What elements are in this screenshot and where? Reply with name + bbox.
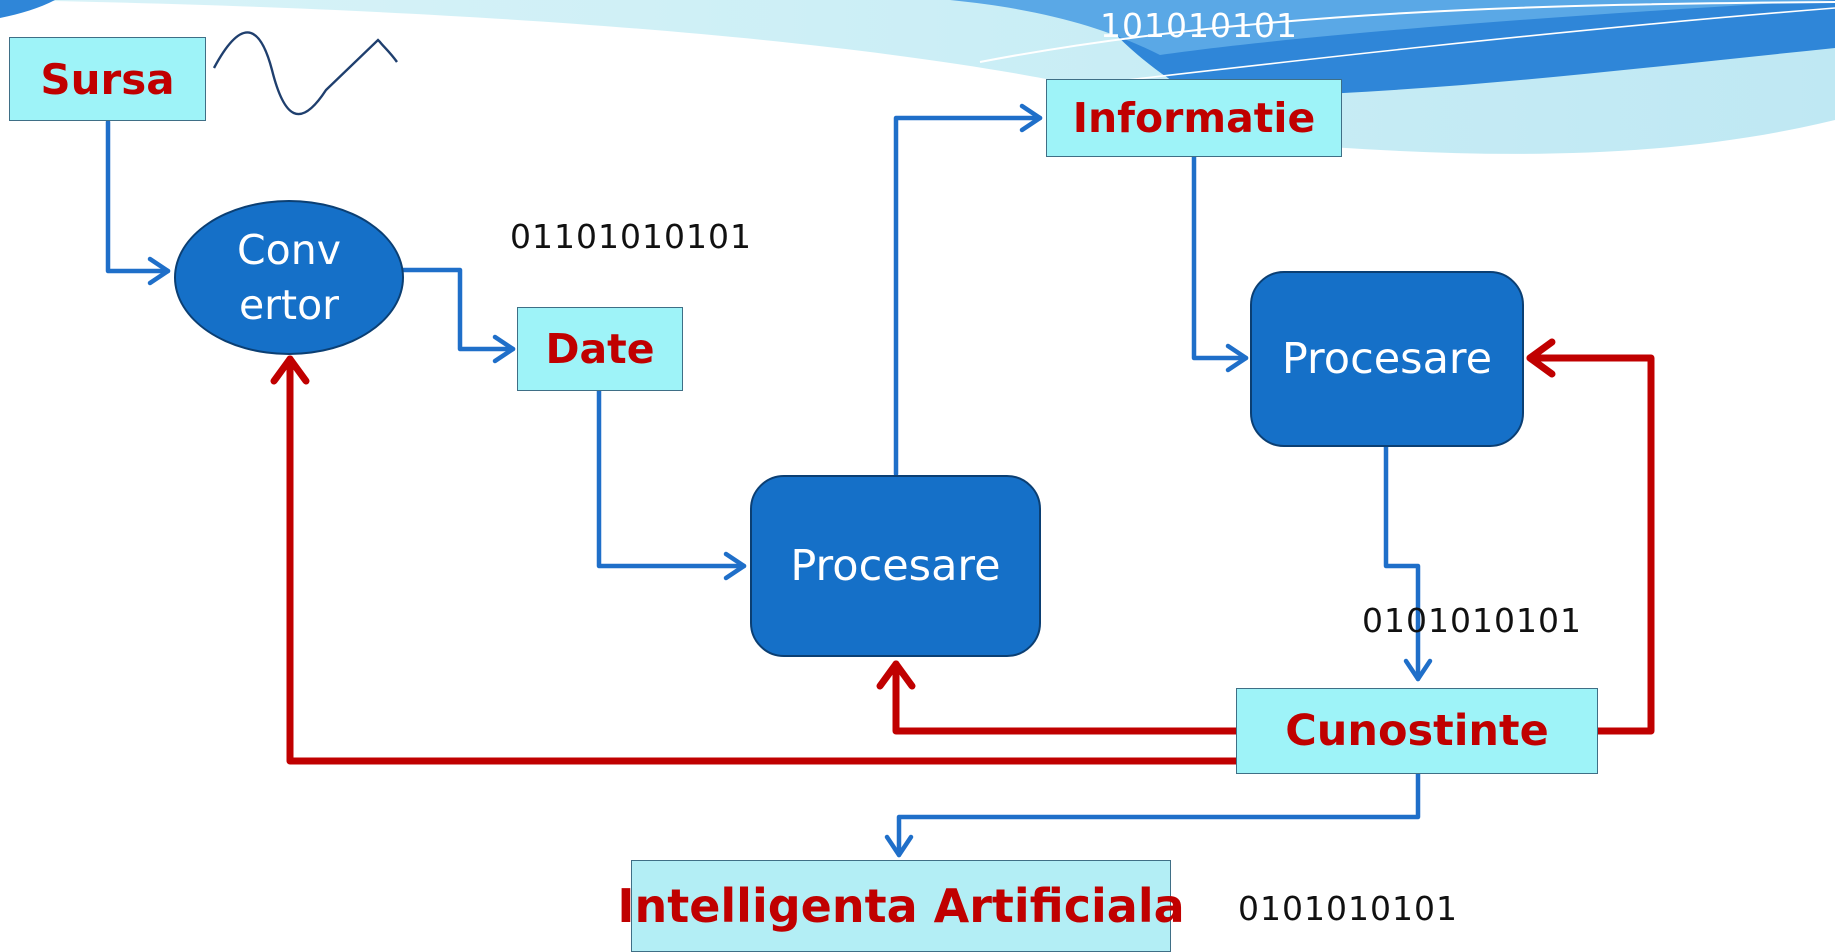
arrow-sursa-to-convertor (105, 119, 171, 274)
arrowhead-to-procesare-right (1225, 343, 1249, 373)
node-convertor-label-line1: Conv (237, 226, 341, 275)
node-procesare-center: Procesare (750, 475, 1041, 657)
node-inteligenta-artificiala-label: Intelligenta Artificiala (617, 879, 1185, 933)
binary-label-top: 101010101 (1100, 6, 1298, 45)
binary-label-bottom: 0101010101 (1238, 889, 1458, 928)
binary-label-before-cunostinte: 0101010101 (1362, 601, 1582, 640)
arrowhead-red-to-procesare (876, 660, 916, 690)
node-procesare-right: Procesare (1250, 271, 1524, 447)
node-cunostinte-label: Cunostinte (1285, 706, 1549, 756)
feedback-cunostinte-to-procesare (892, 660, 1240, 735)
arrow-cunostinte-to-ai (896, 770, 1421, 858)
node-informatie-label: Informatie (1072, 94, 1316, 142)
arrow-informatie-to-procesare-right (1191, 154, 1249, 361)
arrowhead-to-cunostinte (1403, 658, 1433, 682)
arrowhead-red-to-procesare-right (1526, 338, 1556, 378)
node-date-label: Date (545, 325, 655, 373)
binary-label-after-convertor: 01101010101 (510, 217, 752, 256)
node-inteligenta-artificiala: Intelligenta Artificiala (617, 860, 1185, 952)
feedback-cunostinte-to-procesare-right (1526, 354, 1655, 735)
arrow-date-to-procesare (596, 388, 747, 569)
header-wave-decoration (0, 0, 1835, 154)
arrow-convertor-to-date (399, 267, 516, 352)
node-sursa: Sursa (9, 37, 206, 121)
arrowhead-to-ai (884, 834, 914, 858)
node-convertor-label-line2: ertor (238, 280, 340, 329)
arrow-procesare-to-informatie (893, 115, 1043, 477)
signal-waveform (212, 31, 398, 116)
arrow-procesare-right-to-cunostinte (1383, 443, 1421, 682)
arrowhead-to-convertor (147, 256, 171, 286)
node-convertor: Conv ertor (174, 200, 404, 355)
node-date: Date (517, 307, 683, 391)
node-sursa-label: Sursa (40, 54, 175, 104)
node-procesare-center-label: Procesare (790, 541, 1001, 591)
node-informatie: Informatie (1046, 79, 1342, 157)
node-procesare-right-label: Procesare (1281, 334, 1493, 384)
arrowhead-to-informatie (1019, 103, 1043, 133)
arrowhead-to-date (492, 334, 516, 364)
arrowhead-to-procesare (723, 551, 747, 581)
node-cunostinte: Cunostinte (1236, 688, 1598, 774)
arrowhead-red-to-convertor (270, 355, 310, 385)
feedback-cunostinte-to-convertor (286, 355, 1240, 765)
